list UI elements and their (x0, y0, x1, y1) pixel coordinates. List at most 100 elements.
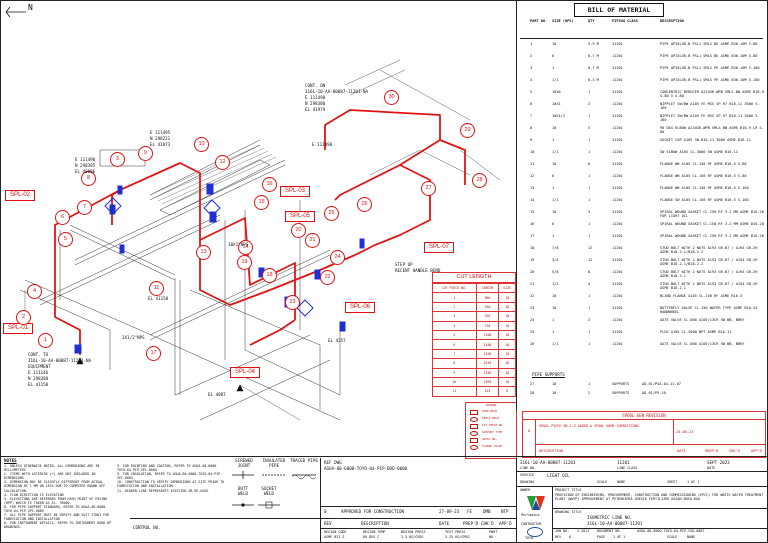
job-no-value: J-2011 (577, 529, 590, 533)
coord-n: N 298221 (150, 136, 171, 141)
pwht-value: NO (489, 535, 494, 539)
cut-piece-callout[interactable]: 4 (27, 284, 42, 299)
spool-label[interactable]: SPL-06 (345, 302, 376, 313)
bom-cell-qty: 1 (588, 138, 591, 142)
spool-label[interactable]: SPL-01 (3, 323, 34, 334)
cut-piece-callout[interactable]: 16 (262, 177, 277, 192)
handle-label: RECENT HANDLE BEND (395, 268, 441, 273)
scale2-value: NONE (687, 535, 696, 539)
cut-piece-callout[interactable]: 29 (460, 123, 475, 138)
bom-cell-cls: 11201 (612, 174, 623, 178)
bom-cell-no: 21 (530, 282, 535, 286)
bom-cell-qty: 1 (588, 114, 591, 118)
cut-piece-callout[interactable]: 26 (357, 197, 372, 212)
cut-piece-callout[interactable]: 25 (324, 206, 339, 221)
line-no-label: LINE NO. (520, 466, 537, 470)
coord-e: E 111146 (28, 370, 49, 375)
bom-cell-desc: FLANGE WN A105 CL.150 RF ASME B16.5 S-80 (660, 162, 747, 166)
cut-length-cell: 10 (498, 367, 516, 378)
bom-cell-desc: SOCKET CAP A105 SW B16.11 3000 ASME B16.… (660, 138, 751, 142)
rev-head-date: DATE (439, 521, 450, 526)
cut-piece-callout[interactable]: 22 (320, 270, 335, 285)
cut-length-title: CUT LENGTH (432, 272, 516, 283)
bom-cell-no: 22 (530, 294, 535, 298)
test-press-value: 5.25 KG/CM2G (445, 535, 470, 539)
bom-cell-desc: CONCENTRIC REDUCER A234GR.WPB SMLS BW AS… (660, 90, 764, 99)
coord-n: N 298380 (28, 376, 49, 381)
line-ref: 316L-10-AA-00087-11201-NA (305, 89, 369, 94)
supports-title: PIPE SUPPORTS (532, 372, 565, 377)
spool-label[interactable]: SPL-02 (5, 190, 36, 201)
north-label: N (28, 3, 33, 12)
cut-length-cell: 225 (475, 386, 500, 397)
bom-cell-size: 1/2 (552, 342, 559, 346)
cut-piece-callout[interactable]: 18 (262, 268, 277, 283)
cut-piece-callout[interactable]: 20 (291, 223, 306, 238)
cut-piece-callout[interactable]: 10 (194, 137, 209, 152)
cut-length-cell: 3 (432, 311, 477, 322)
bom-cell-qty: 1 (588, 222, 591, 226)
cut-piece-callout[interactable]: 28 (472, 173, 487, 188)
cut-piece-callout[interactable]: 11 (149, 281, 164, 296)
npt-label: 1X1/2"NPS (122, 335, 145, 340)
bom-cell-size: 1/2 (552, 150, 559, 154)
bom-cell-no: 3 (530, 66, 533, 70)
legend-symbol-icon (470, 410, 478, 415)
bom-cell-size: 1 (552, 66, 555, 70)
cut-piece-callout[interactable]: 15 (254, 195, 269, 210)
cut-piece-callout[interactable]: 3 (110, 152, 125, 167)
cut-piece-callout[interactable]: 21 (305, 233, 320, 248)
bom-cell-qty: 12 (588, 246, 593, 250)
support-cell-qty: 2 (588, 391, 591, 395)
cut-piece-callout[interactable]: 27 (421, 181, 436, 196)
cut-piece-callout[interactable]: 12 (215, 155, 230, 170)
bom-cell-cls: 11201 (612, 306, 623, 310)
contractor-logo-icon (527, 527, 543, 537)
note-item: 8. FOR INSTRUMENT DETAILS, REFER TO INST… (4, 521, 112, 530)
cut-piece-callout[interactable]: 19 (237, 255, 252, 270)
cut-piece-callout[interactable]: 7 (77, 200, 92, 215)
cut-length-cell: 5 (432, 329, 477, 341)
cut-piece-callout[interactable]: 1 (38, 333, 53, 348)
cut-piece-callout[interactable]: 23 (285, 295, 300, 310)
spool-label[interactable]: SPL-05 (285, 211, 316, 222)
bom-cell-cls: 11201 (612, 150, 623, 154)
cut-piece-callout[interactable]: 8 (81, 171, 96, 186)
spool-label[interactable]: SPL-04 (230, 367, 261, 378)
contractor-label: CONTRACTOR (521, 522, 542, 526)
pipe-class-value: 11201 (617, 460, 630, 465)
cut-length-cell: 1200 (475, 329, 500, 341)
bom-cell-qty: 0.7 M (588, 66, 599, 70)
support-cell-cls: SUPPORTS (612, 391, 630, 395)
cut-length-cell: 8 (432, 358, 477, 369)
note-item: 3. DIMENSION MAY BE SLIGHTLY DIFFERENT F… (4, 480, 106, 493)
cut-length-cell: 1200 (475, 348, 500, 360)
cut-piece-callout[interactable]: 5 (58, 232, 73, 247)
cut-piece-callout[interactable]: 6 (55, 210, 70, 225)
cut-piece-callout[interactable]: 17 (146, 346, 161, 361)
bom-cell-desc: STUD BOLT WITH 2 NUTS A193 GR.B7 / A194 … (660, 246, 758, 255)
support-cell-qty: 1 (588, 382, 591, 386)
cut-piece-callout[interactable]: 14 (238, 240, 253, 255)
cut-piece-callout[interactable]: 9 (138, 146, 153, 161)
cut-piece-callout[interactable]: 30 (384, 90, 399, 105)
cut-length-header: LENGTH (475, 282, 500, 294)
symbol-legend: SCREWED JOINT INSULATED PIPE TRACED PIPE… (228, 458, 320, 518)
spool-label[interactable]: SPL-07 (424, 242, 455, 253)
spool-label[interactable]: SPL-03 (280, 186, 311, 197)
cut-piece-callout[interactable]: 13 (196, 245, 211, 260)
bom-cell-size: 10 (552, 294, 557, 298)
cut-piece-callout[interactable]: 2 (16, 310, 31, 325)
cut-piece-callout[interactable]: 24 (330, 250, 345, 265)
spool-gen-title: SPOOL GEN REVISION (523, 412, 765, 420)
bom-cell-desc: STUD BOLT WITH 2 NUTS A193 GR.B7 / A194 … (660, 258, 758, 267)
bom-cell-desc: FLANGE WN A105 CL.150 RF ASME B16.5 S-80 (660, 174, 747, 178)
note-item: 5. ELEVATIONS ARE REFERRED FROM HIGH POI… (4, 496, 108, 505)
owner-label: OWNER (520, 488, 531, 492)
bom-cell-size: 5/8 (552, 270, 559, 274)
